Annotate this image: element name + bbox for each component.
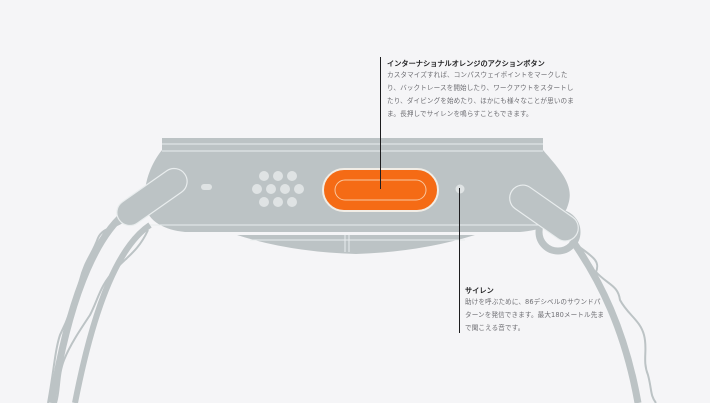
sensor-base — [237, 235, 475, 254]
microphone-hole — [201, 184, 212, 190]
callout-title: サイレン — [465, 286, 494, 295]
siren-port — [455, 184, 465, 194]
speaker-grille — [252, 171, 304, 207]
callout-leader-line — [380, 57, 381, 189]
callout-body: カスタマイズすれば、コンパスウェイポイントをマークしたり、バックトレースを開始し… — [387, 71, 574, 118]
callout-body: 助けを呼ぶために、86デシベルのサウンドパターンを発信できます。最大180メート… — [465, 298, 605, 332]
callout-leader-line — [459, 188, 460, 333]
left-lug — [116, 167, 188, 227]
callout-title: インターナショナルオレンジのアクションボタン — [387, 59, 545, 68]
right-lug — [509, 184, 579, 242]
left-band — [47, 201, 152, 403]
